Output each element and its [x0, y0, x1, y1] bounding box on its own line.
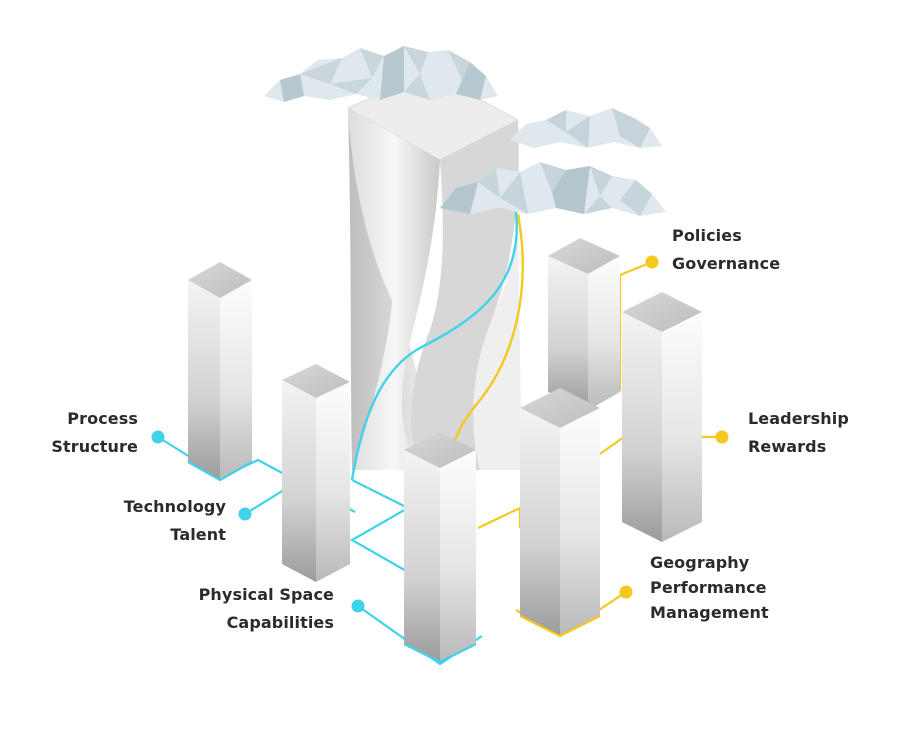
- connector-dots: [151, 255, 729, 613]
- label-leadership-rewards: Leadership Rewards: [748, 405, 849, 461]
- label-line: Physical Space: [198, 585, 334, 604]
- label-line: Geography: [650, 553, 750, 572]
- building-front-center: [404, 432, 476, 662]
- tower-cyan-ribbon: [350, 211, 518, 481]
- label-line: Performance: [650, 578, 767, 597]
- dot-physical: [351, 599, 365, 613]
- building-mid-left: [282, 364, 350, 582]
- connector-mid-yellow: [477, 506, 522, 529]
- label-line: Rewards: [748, 437, 827, 456]
- label-line: Capabilities: [226, 613, 334, 632]
- dot-process: [151, 430, 165, 444]
- label-process-structure: Process Structure: [51, 405, 138, 461]
- label-technology-talent: Technology Talent: [124, 493, 226, 549]
- central-twisted-tower: [347, 71, 522, 470]
- building-right: [622, 292, 702, 542]
- low-poly-cloud-icon: [440, 162, 666, 216]
- building-front-right: [520, 388, 600, 636]
- low-poly-cloud-icon: [264, 46, 498, 102]
- building-back-left: [188, 262, 252, 480]
- label-line: Leadership: [748, 409, 849, 428]
- base-highlights: [187, 461, 601, 664]
- label-policies-governance: Policies Governance: [672, 222, 780, 278]
- building-back-right: [548, 238, 620, 410]
- label-line: Process: [67, 409, 138, 428]
- tower-yellow-ribbon: [450, 213, 524, 449]
- label-line: Policies: [672, 226, 742, 245]
- label-line: Management: [650, 603, 769, 622]
- connector-mid-cyan: [349, 479, 411, 573]
- dot-technology: [238, 507, 252, 521]
- label-geography-performance: Geography Performance Management: [650, 550, 769, 625]
- label-line: Governance: [672, 254, 781, 273]
- label-line: Talent: [170, 525, 226, 544]
- dot-policies: [645, 255, 659, 269]
- dot-leadership: [715, 430, 729, 444]
- low-poly-cloud-icon: [510, 108, 662, 148]
- label-line: Structure: [51, 437, 138, 456]
- label-line: Technology: [123, 497, 226, 516]
- label-physical-capabilities: Physical Space Capabilities: [199, 581, 334, 637]
- dot-geography: [619, 585, 633, 599]
